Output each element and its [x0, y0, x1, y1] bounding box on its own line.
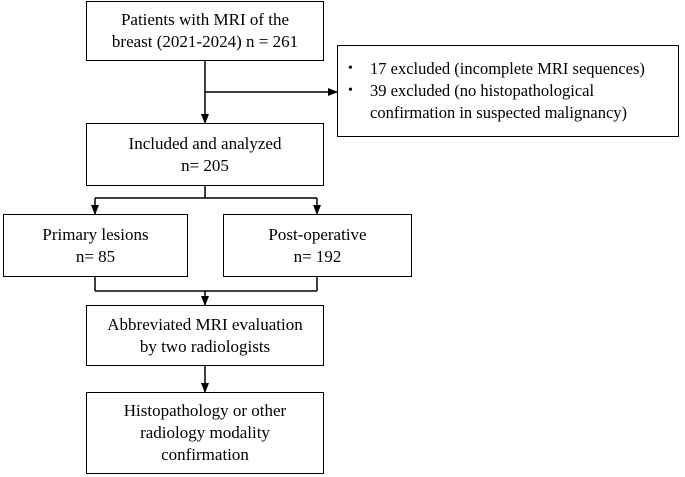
confirmation-line-1: Histopathology or other: [123, 401, 287, 420]
exclusion-2-line-2: confirmation in suspected malignancy): [370, 103, 628, 122]
primary-lesions-box: Primary lesions n= 85: [3, 214, 188, 277]
confirmation-box: Histopathology or other radiology modali…: [86, 392, 324, 474]
bullet-icon: •: [348, 83, 353, 98]
postoperative-line-1: Post-operative: [268, 224, 367, 244]
confirmation-line-3: confirmation: [161, 445, 249, 464]
exclusion-item-no-histopathology: • 39 excluded (no histopathological conf…: [348, 80, 627, 124]
included-line-1: Included and analyzed: [128, 133, 282, 153]
exclusion-1-line-1: 17 excluded (incomplete MRI sequences): [370, 59, 645, 78]
confirmation-line-2: radiology modality: [140, 423, 270, 442]
exclusions-box: • 17 excluded (incomplete MRI sequences)…: [337, 45, 679, 137]
postoperative-line-2: n= 192: [293, 246, 342, 266]
evaluation-line-2: by two radiologists: [139, 336, 271, 356]
screening-line-1: Patients with MRI of the: [120, 10, 290, 29]
screening-line-2: breast (2021-2024) n = 261: [111, 32, 299, 51]
evaluation-box: Abbreviated MRI evaluation by two radiol…: [86, 305, 324, 366]
included-box: Included and analyzed n= 205: [86, 123, 324, 186]
included-line-2: n= 205: [181, 155, 229, 175]
exclusion-item-incomplete-sequences: • 17 excluded (incomplete MRI sequences): [348, 58, 645, 80]
exclusion-2-line-1: 39 excluded (no histopathological: [370, 81, 595, 100]
screening-box: Patients with MRI of the breast (2021-20…: [86, 1, 324, 61]
postoperative-box: Post-operative n= 192: [223, 214, 412, 277]
bullet-icon: •: [348, 61, 353, 76]
primary-line-1: Primary lesions: [42, 224, 149, 244]
evaluation-line-1: Abbreviated MRI evaluation: [107, 314, 303, 334]
primary-line-2: n= 85: [75, 246, 116, 266]
